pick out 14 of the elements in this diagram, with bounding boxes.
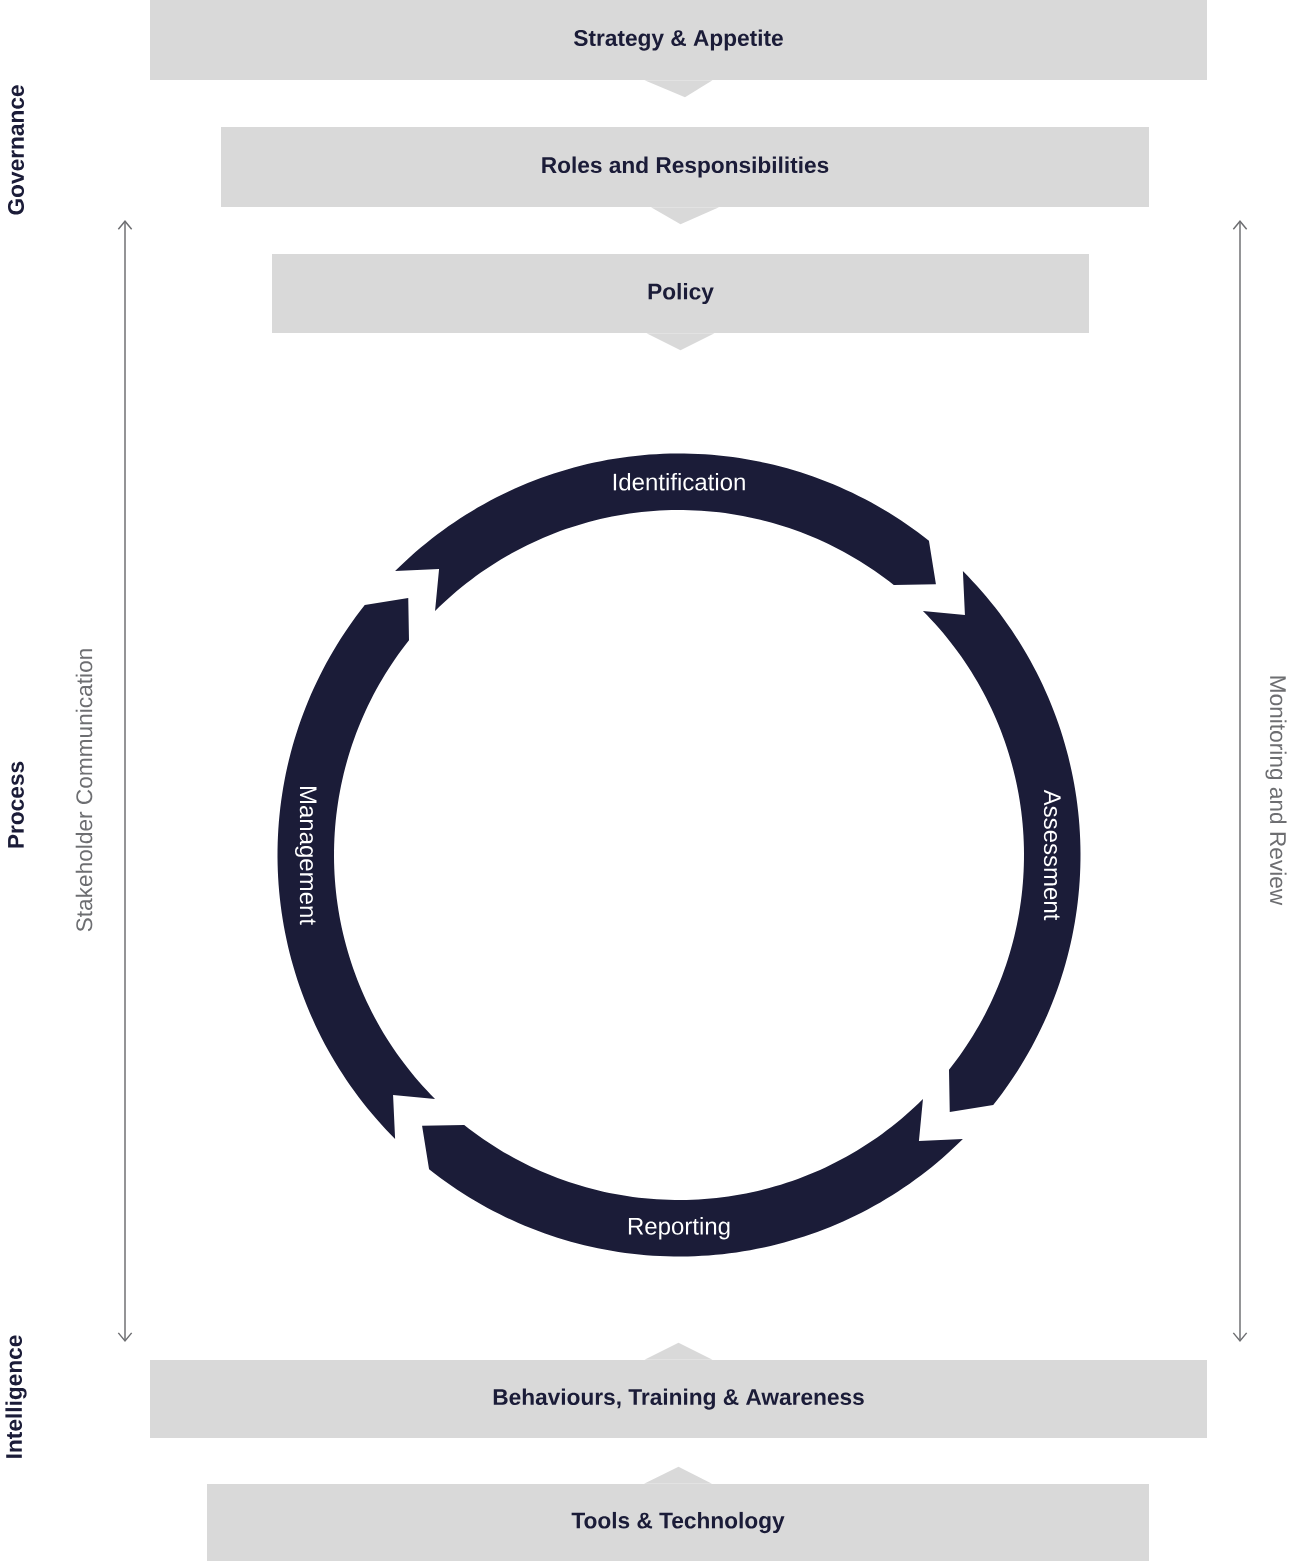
chevron-arrow — [651, 207, 719, 225]
ring-segment: Reporting — [422, 1098, 963, 1257]
chevron-arrow — [644, 1342, 713, 1360]
arrow-label: Monitoring and Review — [1265, 676, 1287, 906]
ring-segment: Management — [277, 598, 436, 1139]
section-label: Governance — [7, 85, 25, 215]
section-label: Intelligence — [5, 1335, 27, 1458]
ring-segment: Assessment — [922, 571, 1081, 1112]
arrow-label: Stakeholder Communication — [75, 649, 93, 932]
chevron-arrow — [644, 80, 713, 98]
ring-segment: Identification — [395, 453, 936, 612]
section-label: Process — [8, 761, 24, 848]
chevron-arrow — [644, 1466, 712, 1484]
chevron-arrow — [646, 333, 715, 351]
